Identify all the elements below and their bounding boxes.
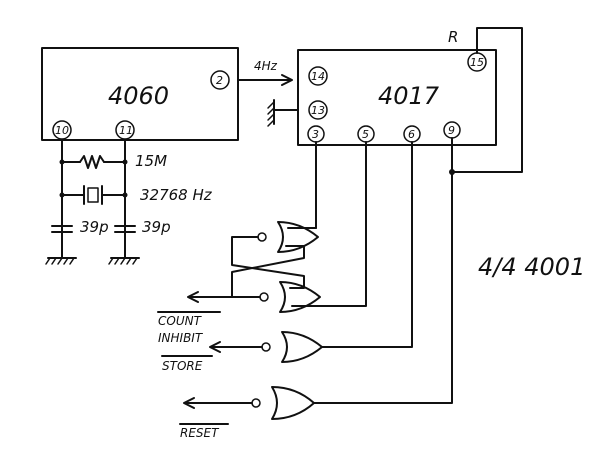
count-inhibit-arrow-icon bbox=[187, 291, 199, 303]
nor-gate-1-bubble bbox=[257, 232, 267, 242]
pin-13-circle bbox=[308, 100, 328, 120]
latch-cross-2 bbox=[231, 245, 305, 298]
pin-3-label: 3 bbox=[312, 128, 319, 141]
pin-5-label: 5 bbox=[362, 128, 369, 141]
store-label: STORE bbox=[162, 359, 203, 373]
pin-2-label: 2 bbox=[216, 74, 223, 87]
nor-gate-1 bbox=[277, 221, 319, 253]
pin6-wire bbox=[321, 141, 413, 348]
pin-6-label: 6 bbox=[408, 128, 415, 141]
xtal-dot-l bbox=[59, 192, 65, 198]
pin-2-circle bbox=[210, 70, 230, 90]
nor-gate-3-bubble bbox=[261, 342, 271, 352]
res-dot-l bbox=[59, 159, 65, 165]
resistor-icon bbox=[79, 155, 105, 169]
cap1-label: 39p bbox=[80, 218, 109, 236]
count-label: COUNT bbox=[158, 314, 203, 328]
latch-cross-1 bbox=[231, 236, 305, 289]
pin-10-label: 10 bbox=[55, 124, 69, 137]
pin-15-label: 15 bbox=[470, 56, 484, 69]
reset-pin-label: R bbox=[448, 28, 458, 46]
pin-14-label: 14 bbox=[311, 70, 325, 83]
nor-gate-2 bbox=[279, 281, 321, 313]
crystal-label: 32768 Hz bbox=[140, 186, 213, 204]
pin-9-label: 9 bbox=[448, 124, 455, 137]
reset-gate-input-wire bbox=[313, 399, 453, 404]
ground-right-hatch bbox=[108, 257, 138, 265]
freq-label: 4Hz bbox=[254, 59, 278, 73]
junction-dot bbox=[449, 169, 455, 175]
chip-4017-label: 4017 bbox=[378, 82, 440, 110]
reset-arrow-icon bbox=[183, 397, 195, 409]
clock-arrow-icon bbox=[281, 74, 293, 86]
pin-11-label: 11 bbox=[119, 124, 133, 137]
nor-gate-4-bubble bbox=[251, 398, 261, 408]
store-arrow-icon bbox=[209, 341, 221, 353]
res-dot-r bbox=[122, 159, 128, 165]
chip-4060-label: 4060 bbox=[108, 82, 169, 110]
gate-count-note: 4/4 4001 bbox=[478, 253, 585, 281]
crystal-icon bbox=[87, 187, 99, 203]
cap2-label: 39p bbox=[142, 218, 171, 236]
pin5-wire bbox=[291, 141, 367, 307]
resistor-label: 15M bbox=[135, 152, 167, 170]
chip-4060-body bbox=[41, 47, 239, 141]
pin-13-label: 13 bbox=[311, 104, 325, 117]
ground-icon bbox=[267, 101, 275, 127]
ground-left-hatch bbox=[45, 257, 75, 265]
pin-14-circle bbox=[308, 66, 328, 86]
nor-gate-2-bubble bbox=[259, 292, 269, 302]
reset-label: RESET bbox=[180, 426, 220, 440]
reset-loop-wire bbox=[451, 27, 523, 173]
nor-gate-4 bbox=[271, 386, 315, 420]
xtal-dot-r bbox=[122, 192, 128, 198]
chip-4017-body bbox=[297, 49, 497, 146]
nor-gate-3 bbox=[281, 331, 323, 363]
inhibit-label: INHIBIT bbox=[158, 331, 204, 345]
